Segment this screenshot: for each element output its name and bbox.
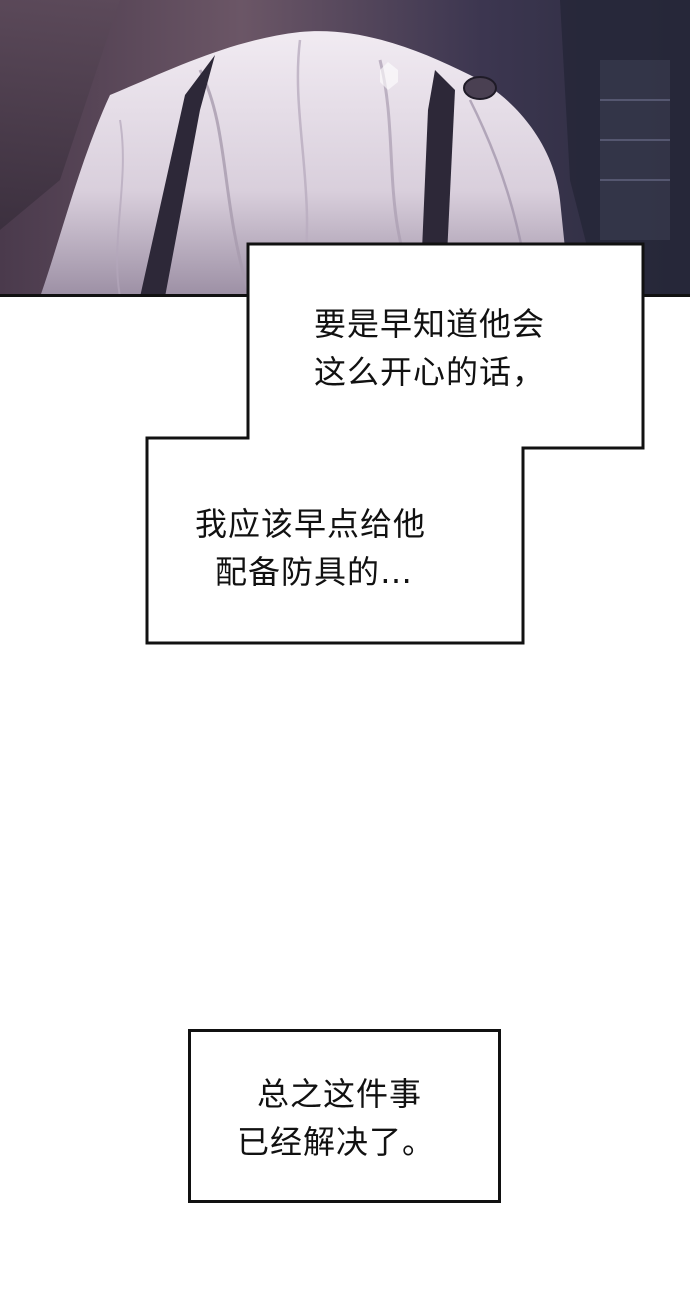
narration-line: 我应该早点给他 [195, 505, 427, 543]
narration-line: 这么开心的话， [314, 353, 546, 391]
narration-text-2: 我应该早点给他 配备防具的… [195, 500, 426, 596]
narration-line: 总之这件事 [257, 1075, 423, 1113]
narration-text-3: 总之这件事 已经解决了。 [237, 1070, 435, 1166]
narration-line: 要是早知道他会 [314, 305, 546, 343]
narration-line: 配备防具的… [215, 553, 414, 591]
narration-line: 已经解决了。 [237, 1123, 436, 1161]
narration-box-outline [145, 242, 645, 645]
narration-box-3 [188, 1029, 501, 1203]
narration-text-1: 要是早知道他会 这么开心的话， [314, 300, 545, 396]
